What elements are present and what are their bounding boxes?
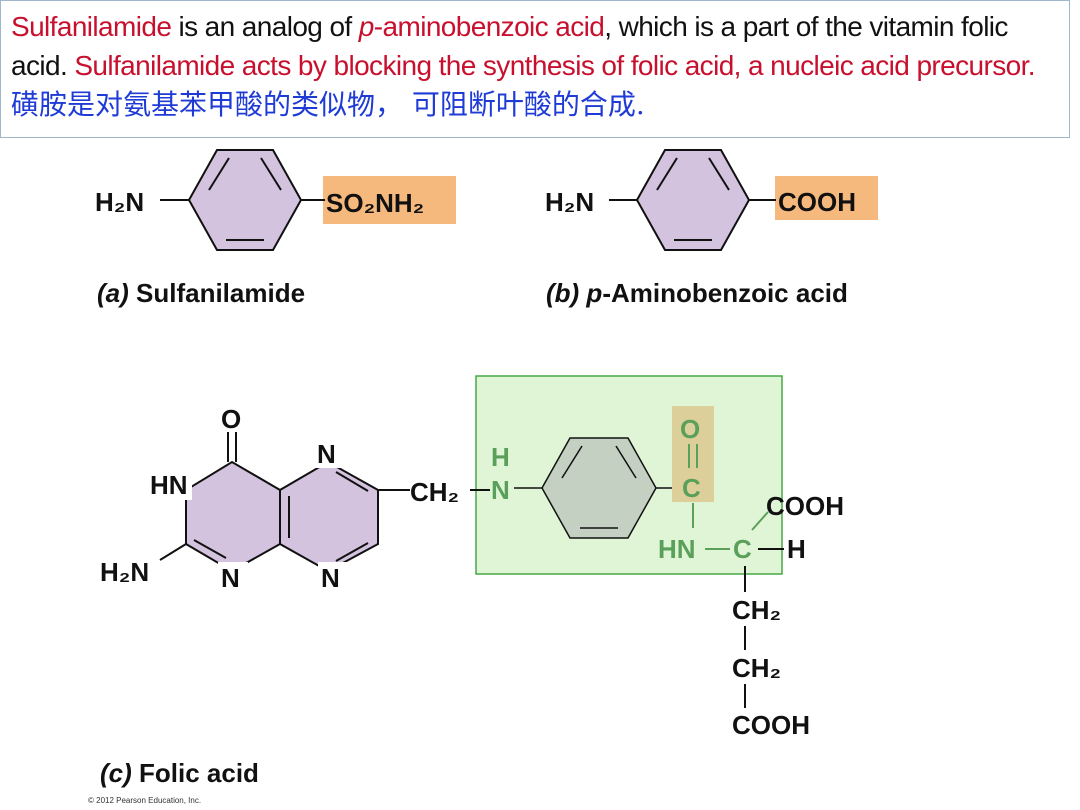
atom-hn-amide: HN (658, 534, 696, 564)
caption-black-1: is an analog of (171, 11, 359, 42)
sulfanilamide-structure: H₂N SO₂NH₂ (a) Sulfanilamide (95, 149, 456, 308)
atom-nh-n: N (491, 475, 510, 505)
atom-h-alpha: H (787, 534, 806, 564)
benzene-ring-b (635, 149, 751, 251)
atom-n-bottom-left: N (221, 563, 240, 593)
sulfonamide-group: SO₂NH₂ (326, 188, 424, 218)
atom-c-alpha: C (733, 534, 752, 564)
folic-acid-structure: O HN N N N H₂N CH₂ H N O C HN C H (100, 375, 844, 788)
copyright-notice: © 2012 Pearson Education, Inc. (88, 796, 202, 805)
atom-h2n: H₂N (100, 557, 149, 587)
caption-red-2-italic: p (358, 11, 375, 42)
atom-nh-h: H (491, 442, 510, 472)
pteridine-ring-left (185, 460, 281, 573)
atom-n-bottom-right: N (321, 563, 340, 593)
atom-cooh-top: COOH (766, 491, 844, 521)
carboxyl-highlight (775, 176, 878, 220)
caption-red-2: -aminobenzoic acid (373, 11, 605, 42)
atom-carbonyl-o: O (680, 414, 700, 444)
benzene-ring-a (187, 149, 303, 251)
atom-ch2-a: CH₂ (732, 595, 781, 625)
carbonyl-highlight (672, 406, 714, 502)
atom-ch2-b: CH₂ (732, 653, 781, 683)
carboxyl-group: COOH (778, 187, 856, 217)
caption-red-1: Sulfanilamide (11, 11, 172, 42)
caption-red-3: Sulfanilamide acts by blocking the synth… (74, 50, 1035, 81)
atom-carbonyl-c: C (682, 473, 701, 503)
label-b: (b) p-Aminobenzoic acid (546, 278, 848, 308)
paba-structure: H₂N COOH (b) p-Aminobenzoic acid (545, 149, 878, 308)
label-c: (c) Folic acid (100, 758, 259, 788)
paba-amine: H₂N (545, 187, 594, 217)
sulfanilamide-amine: H₂N (95, 187, 144, 217)
caption-chinese: 磺胺是对氨基苯甲酸的类似物， 可阻断叶酸的合成. (11, 88, 645, 121)
caption-box: Sulfanilamide is an analog of p-aminoben… (0, 0, 1070, 138)
atom-n-top: N (317, 439, 336, 469)
atom-ch2-link: CH₂ (410, 477, 459, 507)
pteridine-ring-right (279, 460, 379, 573)
label-a: (a) Sulfanilamide (97, 278, 305, 308)
sulfonamide-highlight (323, 176, 456, 224)
atom-hn: HN (150, 470, 188, 500)
atom-o-top: O (221, 404, 241, 434)
caption-black-2: , which is a part of the vitamin folic a… (11, 11, 1008, 81)
atom-cooh-bottom: COOH (732, 710, 810, 740)
